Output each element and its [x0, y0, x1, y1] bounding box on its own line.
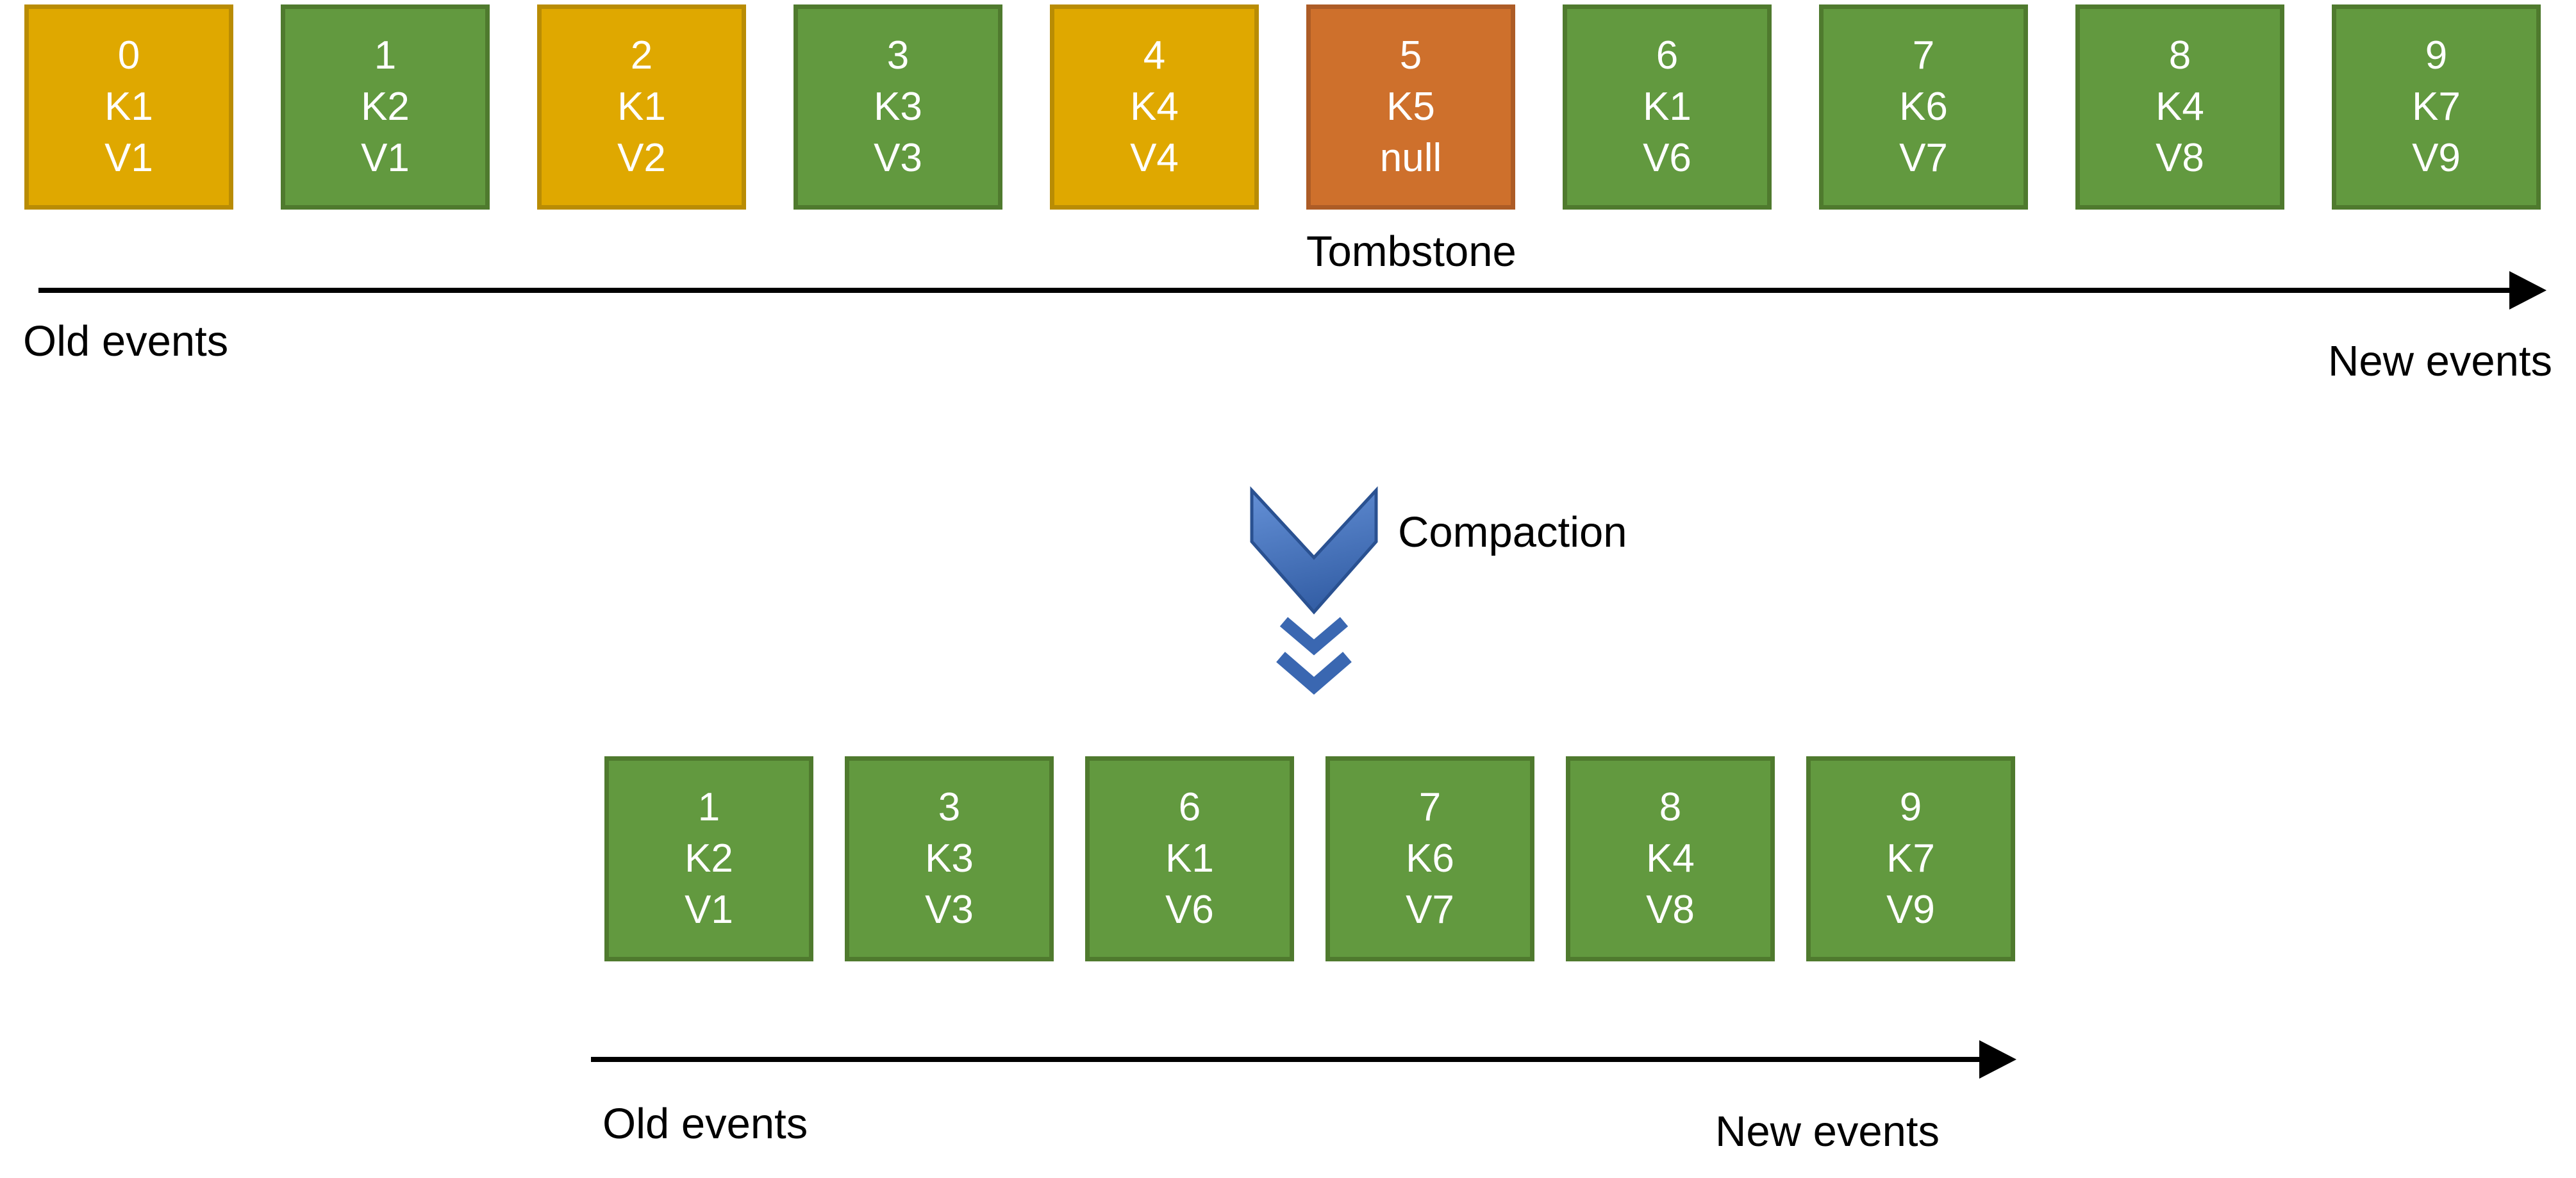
record-value: V9 — [1886, 888, 1935, 932]
record-offset: 9 — [2425, 33, 2448, 78]
record-value: V6 — [1165, 888, 1214, 932]
event-record: 6 K1 V6 — [1563, 4, 1772, 210]
after-compaction-log: 1 K2 V1 3 K3 V3 6 K1 V6 7 K6 V7 8 K4 V8 … — [604, 756, 2015, 961]
record-key: K1 — [617, 85, 666, 129]
compaction-chevron-down-icon — [1250, 486, 1378, 695]
record-offset: 1 — [697, 785, 720, 829]
before-new-events-label: New events — [2328, 337, 2553, 385]
record-value: V7 — [1406, 888, 1454, 932]
record-offset: 3 — [938, 785, 961, 829]
event-record: 9 K7 V9 — [1806, 756, 2015, 961]
record-key: K7 — [2412, 85, 2461, 129]
record-key: K3 — [925, 836, 974, 881]
record-value: V2 — [617, 136, 666, 180]
event-record: 9 K7 V9 — [2332, 4, 2541, 210]
compaction-label: Compaction — [1398, 508, 1627, 556]
record-key: K4 — [2156, 85, 2204, 129]
record-value: V7 — [1899, 136, 1948, 180]
event-record: 3 K3 V3 — [794, 4, 1002, 210]
before-timeline-arrowhead-icon — [2509, 271, 2547, 310]
chevron-stripe — [1276, 652, 1352, 695]
event-record-tombstone: 5 K5 null — [1306, 4, 1515, 210]
before-compaction-log: 0 K1 V1 1 K2 V1 2 K1 V2 3 K3 V3 4 K4 V4 … — [24, 4, 2541, 210]
record-value: V9 — [2412, 136, 2461, 180]
record-key: K4 — [1130, 85, 1179, 129]
chevron-body — [1250, 486, 1378, 615]
record-value: V1 — [685, 888, 733, 932]
event-record: 6 K1 V6 — [1085, 756, 1294, 961]
record-value: V1 — [361, 136, 410, 180]
event-record: 7 K6 V7 — [1819, 4, 2028, 210]
record-key: K5 — [1386, 85, 1435, 129]
record-offset: 8 — [2168, 33, 2191, 78]
record-offset: 7 — [1912, 33, 1935, 78]
event-record: 8 K4 V8 — [1566, 756, 1775, 961]
event-record: 0 K1 V1 — [24, 4, 233, 210]
record-key: K1 — [104, 85, 153, 129]
after-timeline-arrowhead-icon — [1979, 1040, 2016, 1079]
tombstone-label: Tombstone — [1306, 228, 1517, 276]
event-record: 8 K4 V8 — [2075, 4, 2284, 210]
record-offset: 4 — [1143, 33, 1166, 78]
event-record: 3 K3 V3 — [845, 756, 1054, 961]
after-timeline-arrow-line — [591, 1057, 1981, 1062]
record-value: V4 — [1130, 136, 1179, 180]
record-value: null — [1379, 136, 1442, 180]
record-value: V3 — [874, 136, 922, 180]
after-old-events-label: Old events — [602, 1100, 808, 1148]
record-key: K2 — [361, 85, 410, 129]
record-offset: 5 — [1399, 33, 1422, 78]
event-record: 2 K1 V2 — [537, 4, 746, 210]
record-key: K1 — [1165, 836, 1214, 881]
record-key: K4 — [1646, 836, 1695, 881]
event-record: 1 K2 V1 — [604, 756, 813, 961]
record-value: V3 — [925, 888, 974, 932]
before-old-events-label: Old events — [23, 317, 229, 365]
record-offset: 3 — [886, 33, 910, 78]
record-offset: 6 — [1178, 785, 1201, 829]
event-record: 7 K6 V7 — [1325, 756, 1534, 961]
record-key: K6 — [1406, 836, 1454, 881]
record-offset: 9 — [1899, 785, 1922, 829]
record-key: K3 — [874, 85, 922, 129]
after-new-events-label: New events — [1715, 1107, 1940, 1156]
record-key: K6 — [1899, 85, 1948, 129]
record-offset: 7 — [1418, 785, 1442, 829]
event-record: 4 K4 V4 — [1050, 4, 1259, 210]
record-value: V8 — [2156, 136, 2204, 180]
record-key: K1 — [1643, 85, 1691, 129]
chevron-stripe — [1279, 617, 1349, 656]
event-record: 1 K2 V1 — [281, 4, 490, 210]
record-key: K2 — [685, 836, 733, 881]
record-value: V8 — [1646, 888, 1695, 932]
record-value: V6 — [1643, 136, 1691, 180]
record-key: K7 — [1886, 836, 1935, 881]
before-timeline-arrow-line — [38, 288, 2511, 293]
record-value: V1 — [104, 136, 153, 180]
record-offset: 6 — [1656, 33, 1679, 78]
record-offset: 8 — [1659, 785, 1682, 829]
record-offset: 1 — [374, 33, 397, 78]
record-offset: 0 — [117, 33, 140, 78]
record-offset: 2 — [630, 33, 653, 78]
